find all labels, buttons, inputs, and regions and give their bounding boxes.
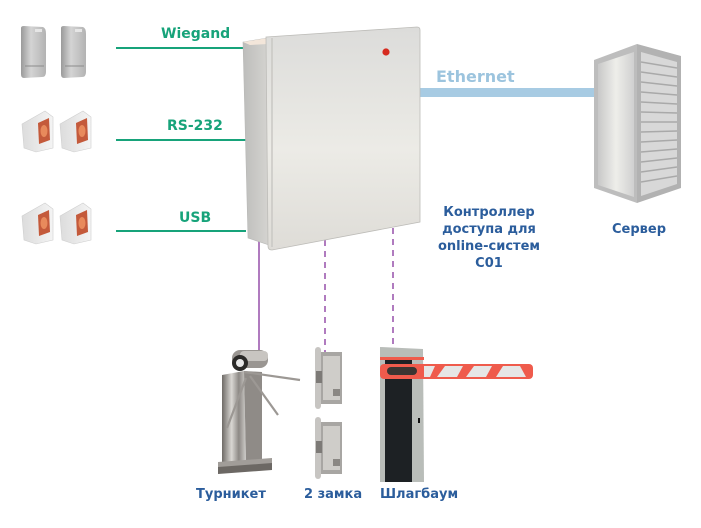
fingerprint-reader-icon	[59, 202, 92, 245]
fingerprint-reader-icon	[21, 110, 54, 153]
turnstile-label: Турникет	[196, 487, 266, 502]
server-label: Сервер	[611, 222, 666, 237]
lock-icon	[315, 417, 342, 479]
server-icon	[594, 44, 681, 203]
controller-label-line: Контроллер	[443, 205, 535, 220]
proximity-reader-icon	[61, 26, 86, 78]
status-led-icon	[382, 48, 390, 56]
ethernet-label: Ethernet	[436, 67, 515, 86]
lock-icon	[315, 347, 342, 409]
barrier-label: Шлагбаум	[380, 487, 459, 502]
ethernet-link	[418, 88, 596, 97]
proximity-reader-icon	[21, 26, 46, 78]
turnstile-icon	[218, 350, 301, 474]
rs232-label: RS-232	[167, 118, 223, 134]
barrier-icon	[380, 347, 533, 482]
controller-label: Контроллер доступа для online-систем C01	[430, 204, 548, 272]
controller-label-line: online-систем	[437, 239, 541, 254]
controller-box-icon	[242, 26, 421, 251]
usb-label: USB	[179, 210, 212, 226]
fingerprint-reader-icon	[59, 110, 92, 153]
fingerprint-reader-icon	[21, 202, 54, 245]
wiegand-label: Wiegand	[161, 26, 231, 42]
locks-label: 2 замка	[304, 487, 363, 502]
controller-label-line: C01	[475, 256, 503, 271]
controller-label-line: доступа для	[442, 222, 536, 237]
